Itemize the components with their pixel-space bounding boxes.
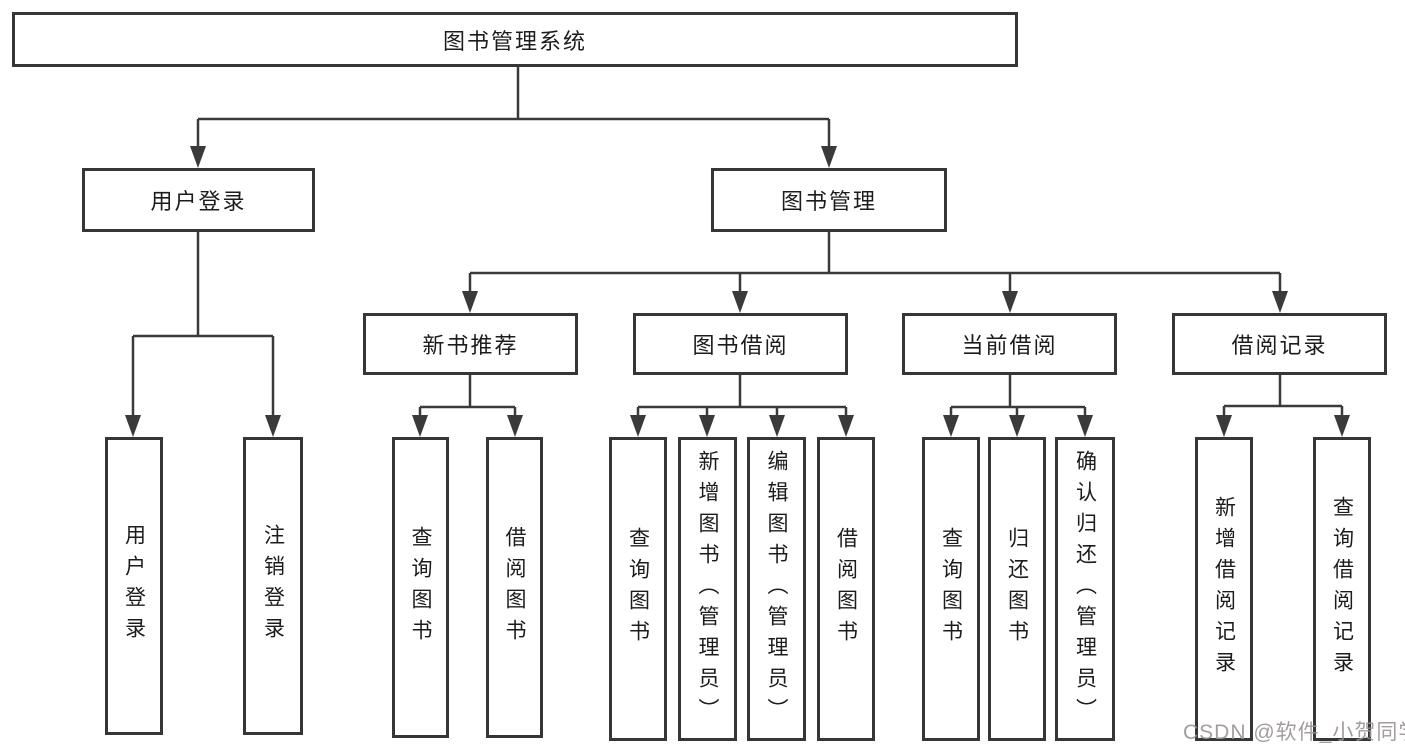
node-book-management: 图书管理 [711, 168, 947, 232]
node-label: 新增借阅记录 [1212, 496, 1236, 682]
leaf-confirm-return-admin: 确认归还（管理员） [1055, 437, 1115, 741]
leaf-add-books-admin: 新增图书（管理员） [678, 437, 737, 741]
node-label: 归还图书 [1005, 527, 1029, 651]
arrowhead [507, 415, 523, 437]
arrowhead [125, 415, 141, 437]
node-label: 借阅记录 [1231, 333, 1328, 358]
leaf-borrow-books-recommend: 借阅图书 [486, 437, 543, 738]
arrowhead [265, 415, 281, 437]
node-book-borrowing: 图书借阅 [633, 313, 848, 375]
node-label: 查询图书 [409, 525, 432, 650]
node-label: 借阅图书 [503, 525, 526, 650]
node-label: 新书推荐 [422, 333, 519, 358]
arrowhead [1077, 415, 1093, 437]
node-user-login: 用户登录 [82, 168, 315, 232]
arrowhead [462, 291, 478, 313]
arrowhead [190, 146, 206, 168]
leaf-query-books-recommend: 查询图书 [392, 437, 449, 738]
node-label: 图书管理系统 [442, 28, 587, 54]
node-label: 注销登录 [261, 524, 285, 648]
leaf-query-books-current: 查询图书 [922, 437, 980, 741]
arrowhead [821, 146, 837, 168]
leaf-borrow-books: 借阅图书 [817, 437, 875, 741]
node-label: 确认归还（管理员） [1073, 449, 1097, 729]
node-borrowing-records: 借阅记录 [1172, 313, 1387, 375]
arrowhead [412, 415, 428, 437]
node-label: 当前借阅 [961, 333, 1058, 358]
arrowhead [1334, 415, 1350, 437]
node-label: 图书借阅 [692, 333, 789, 358]
node-current-borrowing: 当前借阅 [902, 313, 1117, 375]
arrowhead [630, 415, 646, 437]
arrowhead [1216, 415, 1232, 437]
node-label: 查询图书 [939, 527, 963, 651]
leaf-edit-books-admin: 编辑图书（管理员） [747, 437, 806, 741]
leaf-user-login: 用户登录 [105, 437, 163, 735]
leaf-query-books-borrowing: 查询图书 [609, 437, 667, 741]
arrowhead [1009, 415, 1025, 437]
leaf-add-borrow-record: 新增借阅记录 [1195, 437, 1253, 741]
leaf-return-books: 归还图书 [988, 437, 1046, 741]
node-new-book-recommend: 新书推荐 [363, 313, 578, 375]
csdn-watermark: CSDN @软件_小贺同学 [1183, 721, 1405, 744]
node-label: 借阅图书 [834, 527, 858, 651]
node-library-management-system: 图书管理系统 [12, 12, 1018, 67]
arrowhead [1002, 291, 1018, 313]
node-label: 图书管理 [780, 189, 877, 214]
arrowhead [838, 415, 854, 437]
arrowhead [699, 415, 715, 437]
node-label: 用户登录 [150, 189, 247, 214]
arrowhead [1272, 291, 1288, 313]
node-label: 编辑图书（管理员） [765, 449, 788, 729]
arrowhead [769, 415, 785, 437]
node-label: 用户登录 [122, 524, 146, 648]
leaf-query-borrow-record: 查询借阅记录 [1313, 437, 1371, 741]
arrowhead [943, 415, 959, 437]
node-label: 查询图书 [626, 527, 650, 651]
connector-arrowheads [125, 146, 1350, 437]
node-label: 新增图书（管理员） [696, 449, 719, 729]
arrowhead [732, 291, 748, 313]
node-label: 查询借阅记录 [1330, 496, 1354, 682]
leaf-logout: 注销登录 [243, 437, 303, 735]
